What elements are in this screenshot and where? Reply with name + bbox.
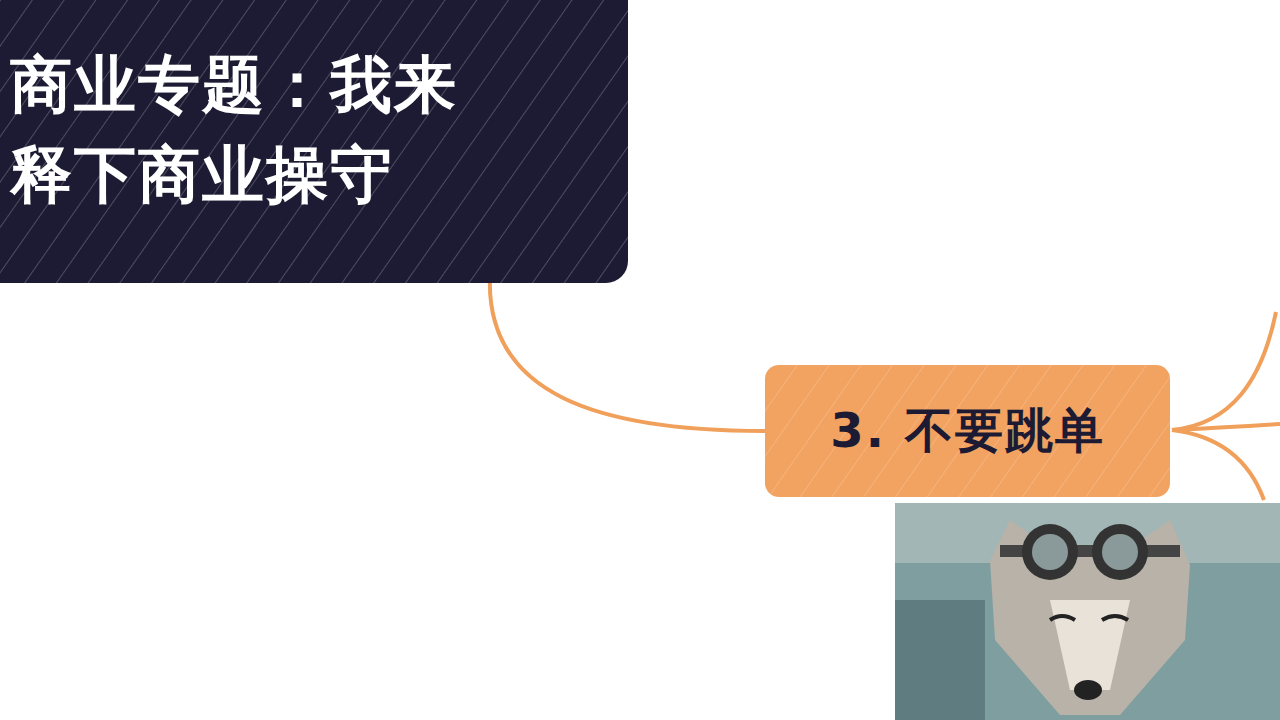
branch-line xyxy=(1172,312,1276,430)
connector-line xyxy=(490,283,765,431)
branch-line xyxy=(1172,430,1264,500)
branch-line xyxy=(1172,424,1280,430)
fox-photo xyxy=(895,503,1280,720)
branch-box: 3. 不要跳单 xyxy=(765,365,1170,497)
node-text: 商业专题：我来 释下商业操守 xyxy=(10,40,530,220)
branch-connector xyxy=(490,283,765,431)
node-text: 3. 不要跳单 xyxy=(830,402,1170,460)
topic-box: 商业专题：我来 释下商业操守 xyxy=(0,0,628,283)
